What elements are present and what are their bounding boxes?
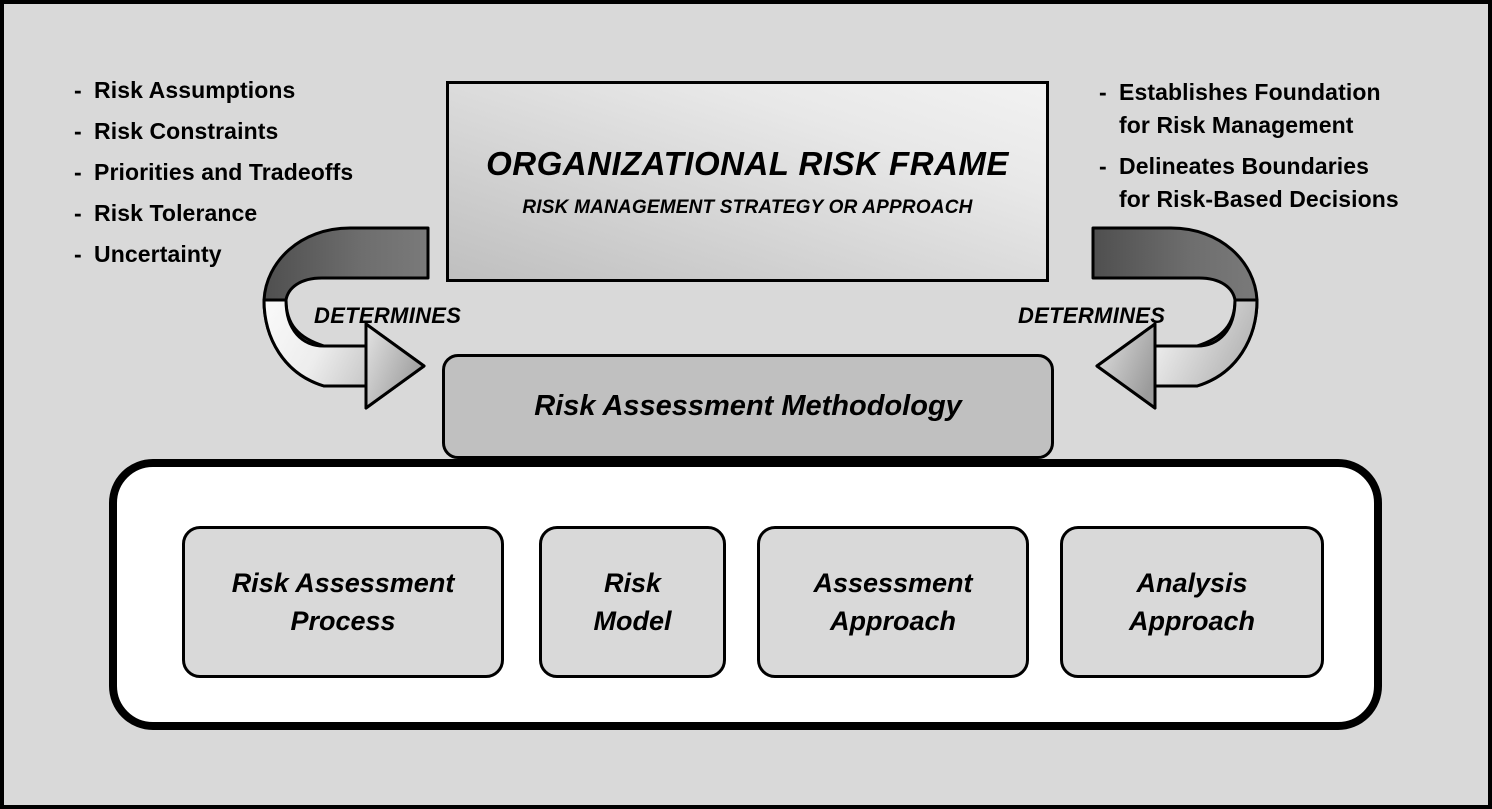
bullet-dash-icon: -	[74, 241, 82, 267]
list-item-label: Uncertainty	[94, 241, 222, 267]
components-row: Risk Assessment Process Risk Model Asses…	[117, 467, 1374, 722]
list-item: - Risk Assumptions	[74, 74, 434, 107]
list-item: - Priorities and Tradeoffs	[74, 156, 434, 189]
risk-assessment-methodology-label: Risk Assessment Methodology	[534, 390, 962, 422]
component-label: Assessment Approach	[813, 568, 973, 636]
list-item: - Risk Constraints	[74, 115, 434, 148]
list-item-label: Priorities and Tradeoffs	[94, 159, 354, 185]
risk-assessment-methodology-box: Risk Assessment Methodology	[442, 354, 1054, 459]
bullet-dash-icon: -	[74, 77, 82, 103]
determines-arrow-left-icon	[262, 226, 430, 410]
org-risk-frame-title: ORGANIZATIONAL RISK FRAME	[486, 144, 1009, 182]
determines-label-left: DETERMINES	[314, 303, 462, 328]
list-item-label: Delineates Boundaries for Risk-Based Dec…	[1119, 153, 1399, 212]
list-item-label: Risk Assumptions	[94, 77, 296, 103]
component-label: Risk Model	[593, 568, 672, 636]
bullet-dash-icon: -	[1099, 153, 1107, 179]
org-risk-frame-subtitle: RISK MANAGEMENT STRATEGY OR APPROACH	[522, 196, 973, 218]
list-item: - Delineates Boundaries for Risk-Based D…	[1099, 150, 1464, 216]
organizational-risk-frame-box: ORGANIZATIONAL RISK FRAME RISK MANAGEMEN…	[446, 81, 1049, 282]
determines-arrow-right-icon	[1091, 226, 1259, 410]
list-item: - Establishes Foundation for Risk Manage…	[1099, 76, 1464, 142]
component-label: Analysis Approach	[1128, 568, 1255, 636]
list-item-label: Risk Tolerance	[94, 200, 258, 226]
right-outputs-list: - Establishes Foundation for Risk Manage…	[1099, 76, 1464, 224]
component-risk-assessment-process: Risk Assessment Process	[182, 526, 504, 678]
list-item: - Uncertainty	[74, 238, 434, 271]
left-inputs-list: - Risk Assumptions - Risk Constraints - …	[74, 74, 434, 279]
bullet-dash-icon: -	[74, 200, 82, 226]
list-item-label: Risk Constraints	[94, 118, 279, 144]
component-analysis-approach: Analysis Approach	[1060, 526, 1324, 678]
list-item: - Risk Tolerance	[74, 197, 434, 230]
determines-label-right: DETERMINES	[1018, 303, 1166, 328]
list-item-label: Establishes Foundation for Risk Manageme…	[1119, 79, 1381, 138]
methodology-components-container: Risk Assessment Process Risk Model Asses…	[109, 459, 1382, 730]
bullet-dash-icon: -	[74, 159, 82, 185]
component-label: Risk Assessment Process	[231, 568, 455, 636]
component-assessment-approach: Assessment Approach	[757, 526, 1029, 678]
bullet-dash-icon: -	[74, 118, 82, 144]
component-risk-model: Risk Model	[539, 526, 726, 678]
bullet-dash-icon: -	[1099, 79, 1107, 105]
